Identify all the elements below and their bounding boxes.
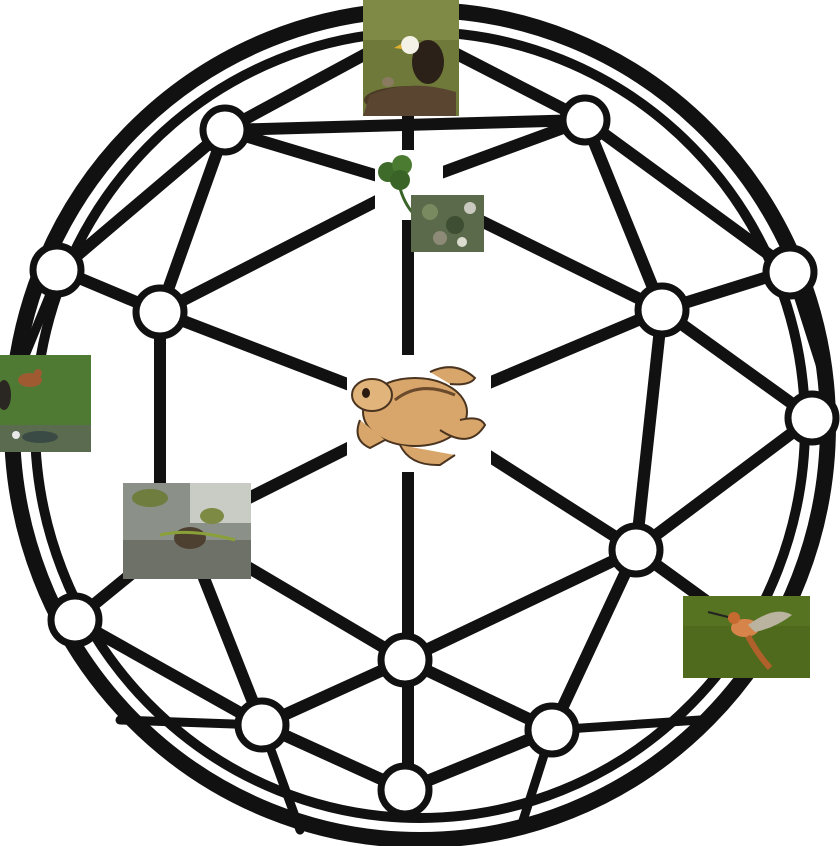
- pond-frog-icon: [123, 483, 251, 579]
- node-right-edge: [788, 394, 836, 442]
- node-bottom-left: [238, 701, 286, 749]
- node-bottom: [381, 766, 429, 814]
- node-top-left: [203, 108, 247, 152]
- node-bottom-center: [381, 636, 429, 684]
- eagle-icon: [363, 0, 459, 116]
- node-far-right: [766, 248, 814, 296]
- frog-icon: [347, 355, 491, 472]
- plant-icon: [411, 195, 484, 252]
- node-bottom-right: [528, 706, 576, 754]
- node-lower-left: [51, 596, 99, 644]
- node-mid-left: [136, 288, 184, 336]
- canine-icon: [0, 355, 91, 452]
- node-far-left: [33, 246, 81, 294]
- node-top-right: [563, 98, 607, 142]
- node-lower-right: [612, 526, 660, 574]
- node-mid-right: [638, 286, 686, 334]
- hummingbird-icon: [683, 596, 810, 678]
